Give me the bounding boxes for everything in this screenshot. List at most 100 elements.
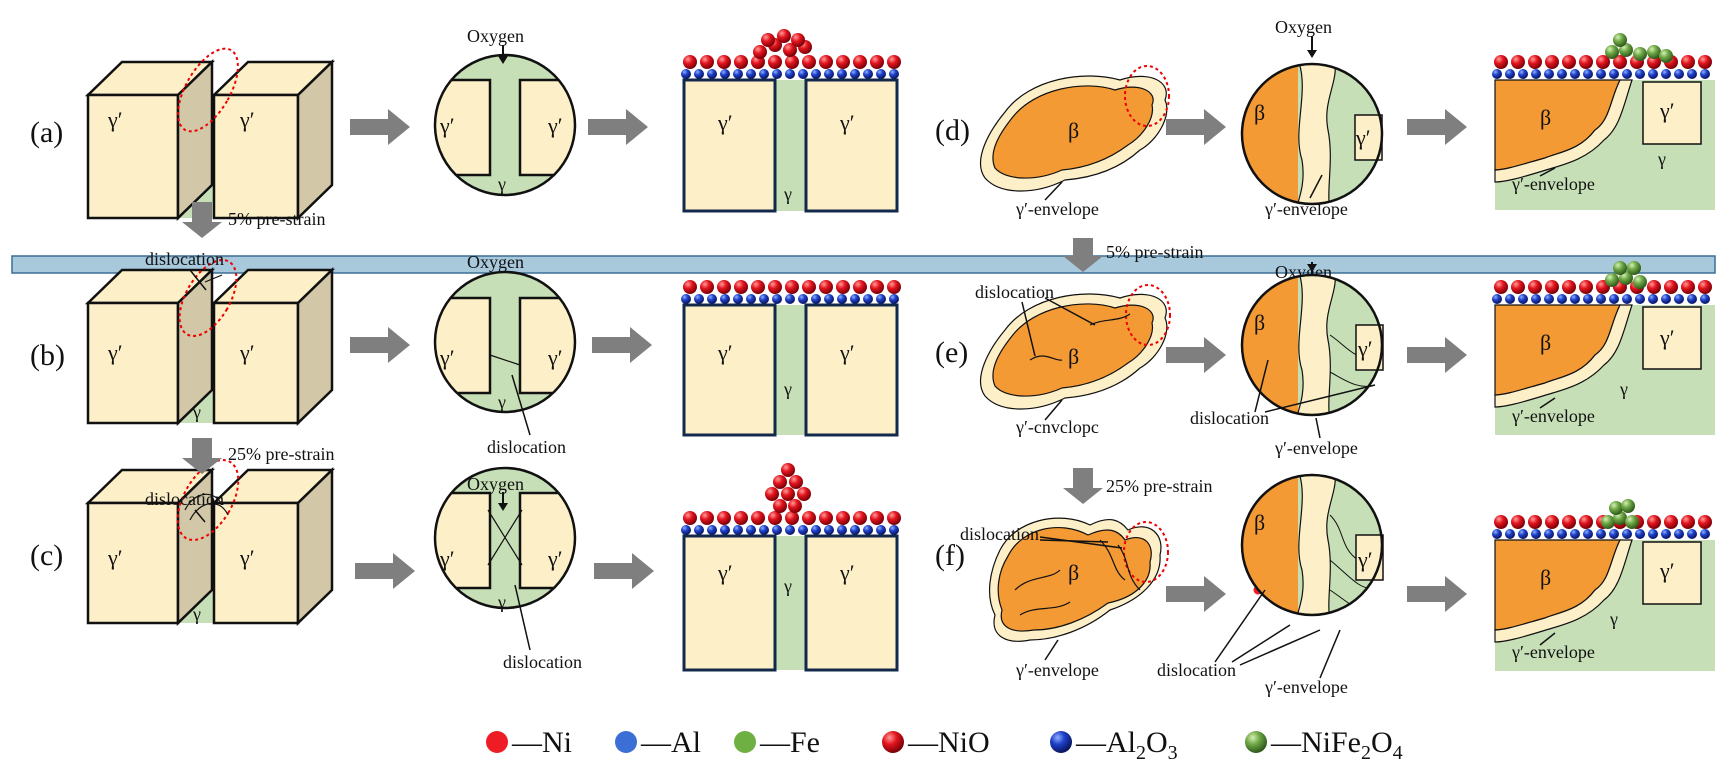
atom bbox=[1531, 529, 1541, 539]
flow-arrow-d2 bbox=[1407, 109, 1467, 145]
atom bbox=[1511, 280, 1525, 294]
atom bbox=[798, 294, 808, 304]
atom bbox=[1609, 501, 1623, 515]
atom bbox=[681, 294, 691, 304]
atom bbox=[788, 499, 802, 513]
atom bbox=[1596, 69, 1606, 79]
legend-swatch-ni bbox=[486, 731, 508, 753]
atom bbox=[863, 294, 873, 304]
atom bbox=[850, 294, 860, 304]
prestrain-label-left-5: 5% pre-strain bbox=[228, 209, 325, 229]
atom bbox=[1661, 294, 1671, 304]
atom bbox=[1698, 280, 1712, 294]
atom bbox=[1659, 49, 1673, 63]
atom bbox=[785, 55, 799, 69]
atom bbox=[819, 55, 833, 69]
atom bbox=[837, 69, 847, 79]
atom bbox=[768, 511, 782, 525]
prestrain-arrow-left-25 bbox=[182, 438, 222, 474]
atom bbox=[1625, 515, 1639, 529]
atom bbox=[768, 280, 782, 294]
atom bbox=[734, 280, 748, 294]
svg-text:β: β bbox=[1068, 118, 1079, 143]
circle-b: γ′ γ′ γ bbox=[433, 270, 577, 414]
legend: —Ni —Al —Fe —NiO —Al2O3 —NiFe2O4 bbox=[486, 726, 1403, 764]
legend-swatch-al bbox=[615, 731, 637, 753]
cubes-a: γ′ γ′ γ bbox=[84, 47, 336, 221]
atom bbox=[1681, 515, 1695, 529]
atom bbox=[781, 463, 795, 477]
atom bbox=[1700, 529, 1710, 539]
atom bbox=[876, 525, 886, 535]
atom bbox=[1674, 294, 1684, 304]
atom bbox=[1494, 280, 1508, 294]
atom bbox=[772, 525, 782, 535]
atom bbox=[773, 499, 787, 513]
atom bbox=[1583, 294, 1593, 304]
atom bbox=[1505, 69, 1515, 79]
atom bbox=[1528, 515, 1542, 529]
prestrain-label-left-25: 25% pre-strain bbox=[228, 444, 334, 464]
atom bbox=[1700, 69, 1710, 79]
divider-band bbox=[11, 255, 1716, 274]
atom bbox=[798, 69, 808, 79]
atom bbox=[1557, 294, 1567, 304]
atom bbox=[837, 525, 847, 535]
atom bbox=[746, 294, 756, 304]
atom bbox=[1570, 529, 1580, 539]
svg-text:γ′: γ′ bbox=[239, 545, 255, 570]
atom bbox=[1647, 515, 1661, 529]
atom bbox=[1601, 515, 1615, 529]
envelope-label-d: γ′-envelope bbox=[1015, 199, 1099, 219]
dislocation-label-f: dislocation bbox=[960, 524, 1039, 544]
surface-c: γ′ γ′ γ bbox=[682, 534, 899, 672]
dislocation-label-b: dislocation bbox=[145, 249, 224, 269]
atom bbox=[1647, 280, 1661, 294]
atom bbox=[797, 487, 811, 501]
oxygen-label-d: Oxygen bbox=[1275, 17, 1332, 37]
atom bbox=[811, 294, 821, 304]
circle-a: γ′ γ′ γ bbox=[433, 53, 577, 197]
flow-arrow-f1 bbox=[1166, 576, 1226, 612]
atom bbox=[1635, 529, 1645, 539]
svg-text:γ′: γ′ bbox=[1659, 558, 1675, 583]
svg-text:γ′: γ′ bbox=[547, 113, 563, 138]
circle-d: β γ′ γ′-envelope bbox=[1240, 62, 1384, 219]
atom bbox=[836, 55, 850, 69]
atom bbox=[1544, 294, 1554, 304]
atom bbox=[1622, 529, 1632, 539]
atom bbox=[773, 475, 787, 489]
atom bbox=[720, 525, 730, 535]
particle-e: β dislocation γ′-cnvclopc bbox=[975, 282, 1171, 437]
legend-swatch-nife2o4 bbox=[1245, 731, 1267, 753]
legend-label-nife2o4: —NiFe2O4 bbox=[1270, 726, 1403, 764]
atom bbox=[1518, 69, 1528, 79]
atom bbox=[1528, 55, 1542, 69]
atom bbox=[1635, 294, 1645, 304]
prestrain-label-right-25: 25% pre-strain bbox=[1106, 476, 1212, 496]
atom bbox=[1700, 294, 1710, 304]
atom bbox=[772, 294, 782, 304]
svg-text:β: β bbox=[1068, 344, 1079, 369]
svg-text:γ′: γ′ bbox=[717, 340, 733, 365]
atom bbox=[1633, 275, 1647, 289]
atom bbox=[733, 294, 743, 304]
envelope-label-surface-d: γ′-envelope bbox=[1511, 174, 1595, 194]
svg-text:γ′: γ′ bbox=[547, 345, 563, 370]
atom bbox=[1609, 529, 1619, 539]
svg-text:γ′: γ′ bbox=[107, 545, 123, 570]
svg-text:γ′: γ′ bbox=[1659, 98, 1675, 123]
atom bbox=[720, 69, 730, 79]
atom bbox=[819, 280, 833, 294]
atom bbox=[802, 55, 816, 69]
atom bbox=[1544, 529, 1554, 539]
particle-d: β γ′-envelope bbox=[979, 65, 1170, 219]
legend-label-fe: —Fe bbox=[759, 726, 820, 759]
atom bbox=[717, 55, 731, 69]
atom bbox=[850, 525, 860, 535]
atom bbox=[785, 69, 795, 79]
prestrain-label-right-5: 5% pre-strain bbox=[1106, 242, 1203, 262]
atom bbox=[1674, 69, 1684, 79]
atom bbox=[781, 487, 795, 501]
surface-a: γ′ γ′ γ bbox=[682, 78, 899, 213]
